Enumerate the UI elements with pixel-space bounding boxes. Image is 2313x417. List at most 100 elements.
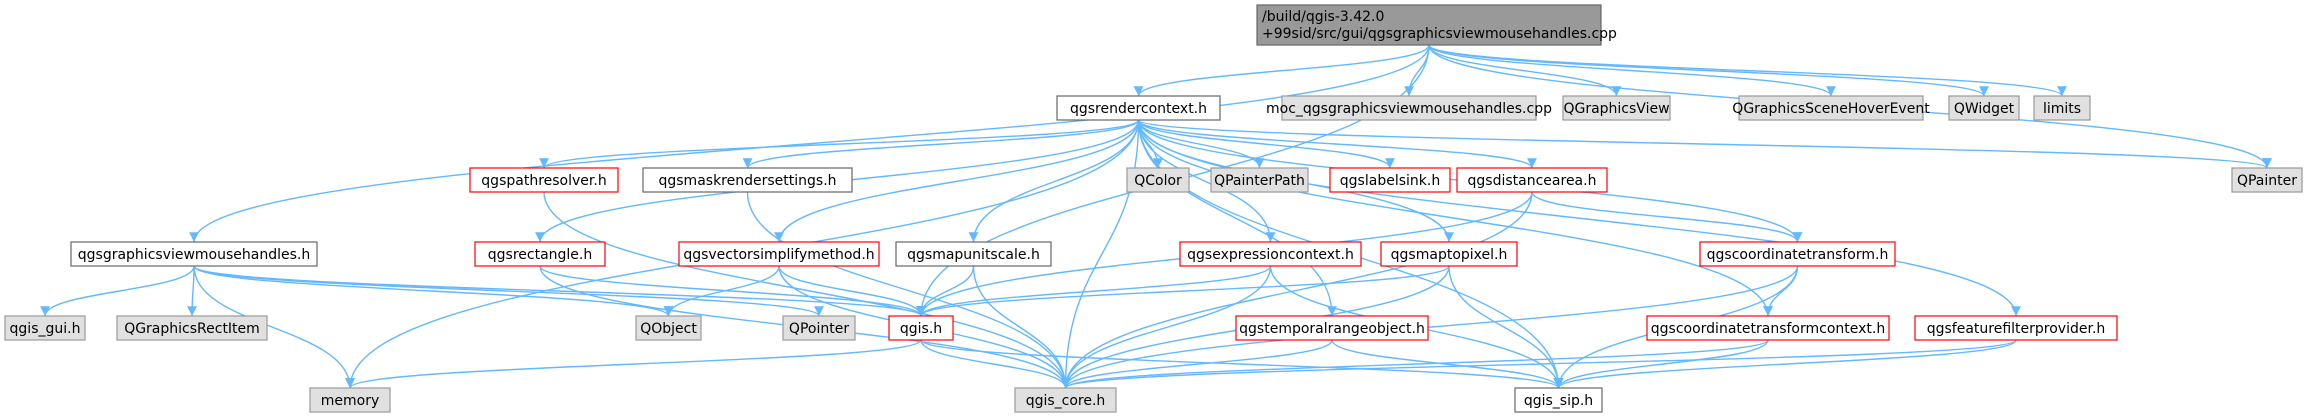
edge-line bbox=[746, 191, 1071, 389]
edge-qgsrendercontext-to-qgsmaskrendersettings bbox=[742, 119, 1140, 169]
edge-qgsmapunitscale-to-qgis_core bbox=[972, 265, 1071, 389]
node-box bbox=[642, 167, 853, 193]
edge-line bbox=[1060, 339, 2017, 389]
node-qgsrectangle[interactable]: qgsrectangle.h bbox=[474, 241, 606, 267]
node-qgsvectorsimplifymethod[interactable]: qgsvectorsimplifymethod.h bbox=[678, 241, 880, 267]
node-qgscoordinatetransformcontext[interactable]: qgscoordinatetransformcontext.h bbox=[1646, 315, 1890, 341]
edge-root-to-qgraphicsscenehoverevent bbox=[1428, 44, 1836, 97]
node-qgis[interactable]: qgis.h bbox=[888, 315, 954, 341]
edge-line bbox=[1428, 44, 1989, 97]
edge-qgscoordinatetransformcontext-to-qgis_core bbox=[1060, 339, 1769, 389]
edge-line bbox=[972, 265, 1071, 389]
node-qgraphicsview[interactable]: QGraphicsView bbox=[1562, 95, 1671, 121]
node-label: qgscoordinatetransformcontext.h bbox=[1651, 321, 1885, 337]
node-label: qgsexpressioncontext.h bbox=[1187, 247, 1354, 263]
node-qgspathresolver[interactable]: qgspathresolver.h bbox=[469, 167, 619, 193]
edge-qgsgraphicsviewmousehandles-to-qgraphicsrectitem bbox=[187, 265, 197, 317]
edge-qgspathresolver-to-qgis_core bbox=[543, 191, 1071, 389]
edge-qgsvectorsimplifymethod-to-qobject bbox=[663, 265, 780, 317]
node-qgraphicsrectitem[interactable]: QGraphicsRectItem bbox=[116, 315, 268, 341]
node-box bbox=[1948, 95, 2020, 121]
edge-qgsrendercontext-to-qgstemporalrangeobject bbox=[1137, 119, 1337, 317]
edge-line bbox=[778, 265, 926, 317]
edge-qgscoordinatetransform-to-qgis_core bbox=[1060, 265, 1799, 389]
node-box bbox=[635, 315, 702, 341]
node-qgsmapunitscale[interactable]: qgsmapunitscale.h bbox=[895, 241, 1052, 267]
edge-layer bbox=[40, 44, 2272, 389]
node-box bbox=[1914, 315, 2118, 341]
node-box bbox=[70, 241, 318, 267]
edge-qgsrendercontext-to-qgsmapunitscale bbox=[968, 119, 1140, 243]
node-box bbox=[1329, 167, 1451, 193]
node-qobject[interactable]: QObject bbox=[635, 315, 702, 341]
edge-root-to-qwidget bbox=[1428, 44, 1989, 97]
node-qgis-sip[interactable]: qgis_sip.h bbox=[1514, 387, 1603, 413]
node-limits[interactable]: limits bbox=[2033, 95, 2091, 121]
node-qgsdistancearea[interactable]: qgsdistancearea.h bbox=[1456, 167, 1608, 193]
node-qgstemporalrangeobject[interactable]: qgstemporalrangeobject.h bbox=[1235, 315, 1429, 341]
node-qgsfeaturefilterprovider[interactable]: qgsfeaturefilterprovider.h bbox=[1914, 315, 2118, 341]
node-qgis-core[interactable]: qgis_core.h bbox=[1014, 387, 1117, 413]
node-qcolor[interactable]: QColor bbox=[1126, 167, 1190, 193]
node-box bbox=[1056, 95, 1221, 121]
node-label: moc_qgsgraphicsviewmousehandles.cpp bbox=[1266, 101, 1552, 117]
node-box bbox=[888, 315, 954, 341]
node-label: limits bbox=[2043, 101, 2081, 117]
edge-qgsrendercontext-to-qgslabelsink bbox=[1137, 119, 1395, 169]
edge-qgsrectangle-to-qgis bbox=[539, 265, 926, 317]
edge-line bbox=[663, 265, 780, 317]
node-box bbox=[2231, 167, 2303, 193]
node-box bbox=[1380, 241, 1518, 267]
edge-qgsfeaturefilterprovider-to-qgis_sip bbox=[1553, 339, 2017, 389]
node-qpainter[interactable]: QPainter bbox=[2231, 167, 2303, 193]
node-moc[interactable]: moc_qgsgraphicsviewmousehandles.cpp bbox=[1266, 95, 1552, 121]
edge-qgsrendercontext-to-qgis_core bbox=[1060, 119, 1140, 389]
node-qpainterpath[interactable]: QPainterPath bbox=[1210, 167, 1309, 193]
node-qgsexpressioncontext[interactable]: qgsexpressioncontext.h bbox=[1179, 241, 1362, 267]
edge-root-to-limits bbox=[1428, 44, 2067, 97]
edge-line bbox=[1060, 339, 1769, 389]
node-box bbox=[1562, 95, 1671, 121]
edge-line bbox=[968, 119, 1140, 243]
edge-line bbox=[1137, 119, 1773, 317]
node-box bbox=[782, 315, 856, 341]
edge-qgsrendercontext-to-qgsdistancearea bbox=[1137, 119, 1537, 169]
edge-line bbox=[189, 44, 1430, 243]
edge-line bbox=[1531, 191, 1803, 243]
node-qgsrendercontext[interactable]: qgsrendercontext.h bbox=[1056, 95, 1221, 121]
edge-line bbox=[193, 265, 926, 317]
node-qgslabelsink[interactable]: qgslabelsink.h bbox=[1329, 167, 1451, 193]
node-box bbox=[1256, 4, 1602, 46]
node-label: +99sid/src/gui/qgsgraphicsviewmousehandl… bbox=[1262, 26, 1617, 42]
node-label: QPointer bbox=[789, 321, 849, 337]
edge-qgis-to-qgis_sip bbox=[920, 339, 1564, 389]
node-qgraphicsscenehoverevent[interactable]: QGraphicsSceneHoverEvent bbox=[1732, 95, 1930, 121]
node-qgscoordinatetransform[interactable]: qgscoordinatetransform.h bbox=[1699, 241, 1896, 267]
edge-line bbox=[1060, 191, 1533, 389]
node-label: qgsgraphicsviewmousehandles.h bbox=[78, 247, 310, 263]
node-qgis-gui[interactable]: qgis_gui.h bbox=[4, 315, 86, 341]
edge-line bbox=[543, 191, 1071, 389]
node-box bbox=[1456, 167, 1608, 193]
node-root[interactable]: /build/qgis-3.42.0+99sid/src/gui/qgsgrap… bbox=[1256, 4, 1617, 46]
node-qgsmaskrendersettings[interactable]: qgsmaskrendersettings.h bbox=[642, 167, 853, 193]
node-box bbox=[678, 241, 880, 267]
node-label: qgslabelsink.h bbox=[1340, 173, 1440, 189]
node-label: QGraphicsRectItem bbox=[124, 321, 260, 337]
node-qgsmaptopixel[interactable]: qgsmaptopixel.h bbox=[1380, 241, 1518, 267]
node-label: qgspathresolver.h bbox=[481, 173, 606, 189]
node-memory[interactable]: memory bbox=[309, 387, 391, 413]
edge-line bbox=[345, 339, 922, 389]
edge-line bbox=[916, 265, 1272, 317]
node-qgsgraphicsviewmousehandles[interactable]: qgsgraphicsviewmousehandles.h bbox=[70, 241, 318, 267]
edge-qgstemporalrangeobject-to-qgis_core bbox=[1060, 339, 1333, 389]
node-label: QGraphicsView bbox=[1563, 101, 1669, 117]
node-qpointer[interactable]: QPointer bbox=[782, 315, 856, 341]
node-box bbox=[1281, 95, 1537, 121]
edge-line bbox=[916, 265, 1450, 317]
edge-qgsexpressioncontext-to-qgis bbox=[916, 265, 1272, 317]
node-qwidget[interactable]: QWidget bbox=[1948, 95, 2020, 121]
edge-qgsvectorsimplifymethod-to-qgis bbox=[778, 265, 926, 317]
node-label: QObject bbox=[640, 321, 697, 337]
